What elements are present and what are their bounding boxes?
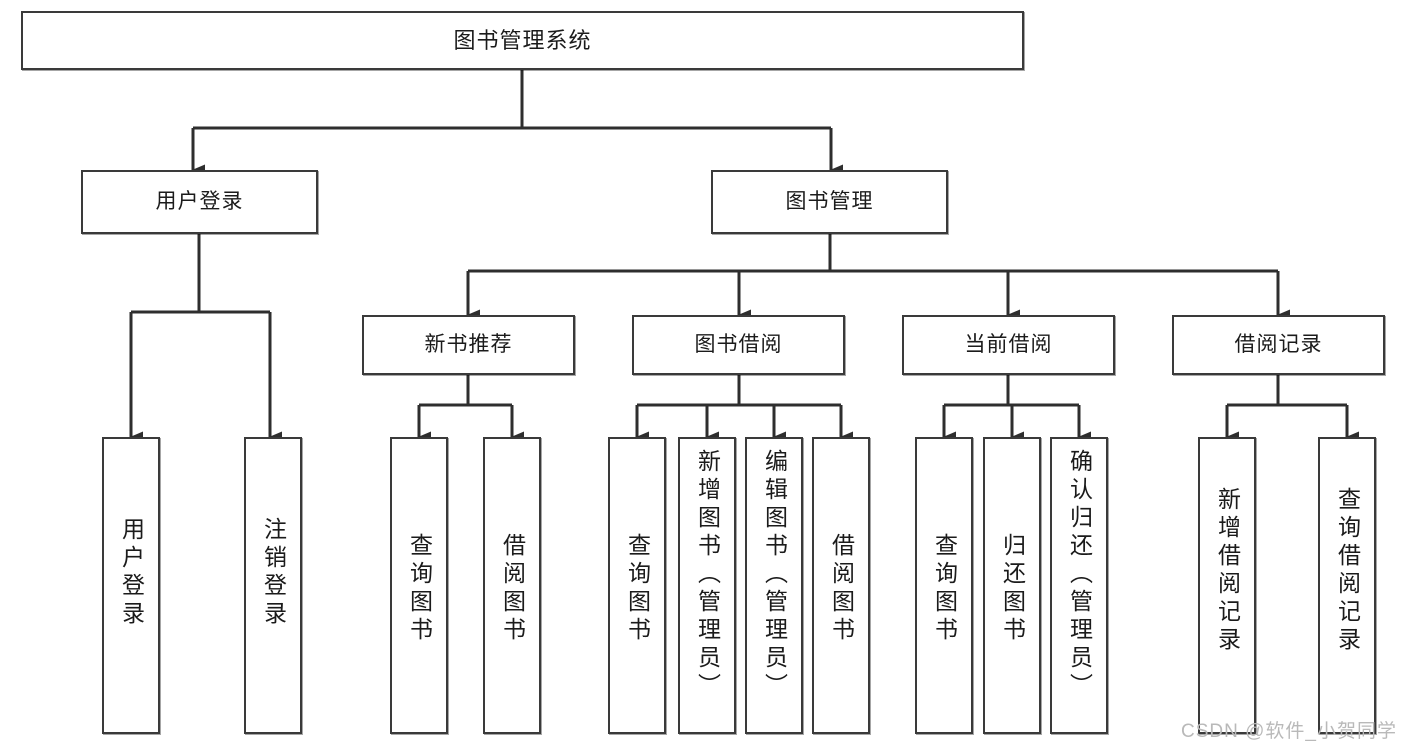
node-label: 图书借阅 (694, 332, 783, 356)
leaf-confirm-return-admin[interactable]: 确认归还（管理员） (1050, 437, 1108, 734)
leaf-query-book-borrow[interactable]: 查询图书 (608, 437, 666, 734)
leaf-user-login[interactable]: 用户登录 (102, 437, 160, 734)
node-label: 用户登录 (118, 517, 145, 629)
leaf-add-borrow-record[interactable]: 新增借阅记录 (1198, 437, 1256, 734)
node-label: 图书管理系统 (453, 27, 592, 53)
node-label: 编辑图书（管理员） (761, 449, 788, 701)
node-label: 当前借阅 (964, 332, 1053, 356)
node-label: 借阅记录 (1234, 332, 1323, 356)
node-new-book-recommend[interactable]: 新书推荐 (362, 315, 575, 375)
node-label: 查询图书 (406, 533, 433, 645)
node-label: 图书管理 (785, 189, 874, 213)
node-label: 用户登录 (155, 189, 244, 213)
node-label: 新增图书（管理员） (694, 449, 721, 701)
node-label: 新增借阅记录 (1214, 487, 1241, 655)
node-label: 借阅图书 (499, 533, 526, 645)
node-label: 借阅图书 (828, 533, 855, 645)
leaf-borrow-book-new[interactable]: 借阅图书 (483, 437, 541, 734)
node-user-login[interactable]: 用户登录 (81, 170, 318, 234)
node-borrow-records[interactable]: 借阅记录 (1172, 315, 1385, 375)
node-label: 归还图书 (999, 533, 1026, 645)
leaf-query-borrow-record[interactable]: 查询借阅记录 (1318, 437, 1376, 734)
leaf-query-book-new[interactable]: 查询图书 (390, 437, 448, 734)
node-label: 新书推荐 (424, 332, 513, 356)
node-current-borrow[interactable]: 当前借阅 (902, 315, 1115, 375)
node-root-system[interactable]: 图书管理系统 (21, 11, 1024, 70)
node-label: 查询图书 (624, 533, 651, 645)
node-label: 查询图书 (931, 533, 958, 645)
node-label: 查询借阅记录 (1334, 487, 1361, 655)
node-label: 注销登录 (260, 517, 287, 629)
node-label: 确认归还（管理员） (1066, 449, 1093, 701)
node-book-management[interactable]: 图书管理 (711, 170, 948, 234)
leaf-edit-book-admin[interactable]: 编辑图书（管理员） (745, 437, 803, 734)
leaf-logout-login[interactable]: 注销登录 (244, 437, 302, 734)
leaf-query-book-current[interactable]: 查询图书 (915, 437, 973, 734)
leaf-add-book-admin[interactable]: 新增图书（管理员） (678, 437, 736, 734)
node-book-borrow[interactable]: 图书借阅 (632, 315, 845, 375)
leaf-return-book[interactable]: 归还图书 (983, 437, 1041, 734)
leaf-borrow-book[interactable]: 借阅图书 (812, 437, 870, 734)
